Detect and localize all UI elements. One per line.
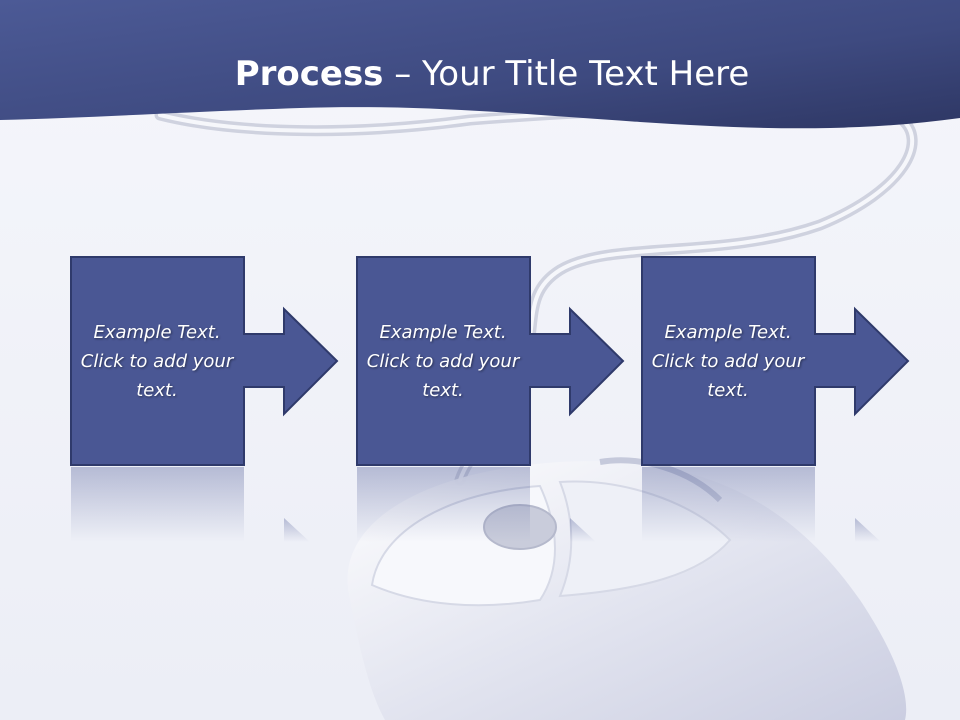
slide-title[interactable]: Process – Your Title Text Here [0,52,960,96]
process-step-2[interactable]: Example Text. Click to add your text. [356,256,625,466]
step-3-text: Example Text. Click to add your text. [651,321,805,401]
process-step-3[interactable]: Example Text. Click to add your text. [641,256,910,466]
step-3-arrow-shape [641,256,910,466]
title-rest: – Your Title Text Here [383,54,750,94]
step-1-text: Example Text. Click to add your text. [80,321,234,401]
process-step-1[interactable]: Example Text. Click to add your text. [70,256,339,466]
title-bold: Process [234,54,384,94]
step-2-arrow-shape [356,256,625,466]
header-band [0,0,960,129]
step-1-arrow-shape [70,256,339,466]
step-2-text: Example Text. Click to add your text. [366,321,520,401]
